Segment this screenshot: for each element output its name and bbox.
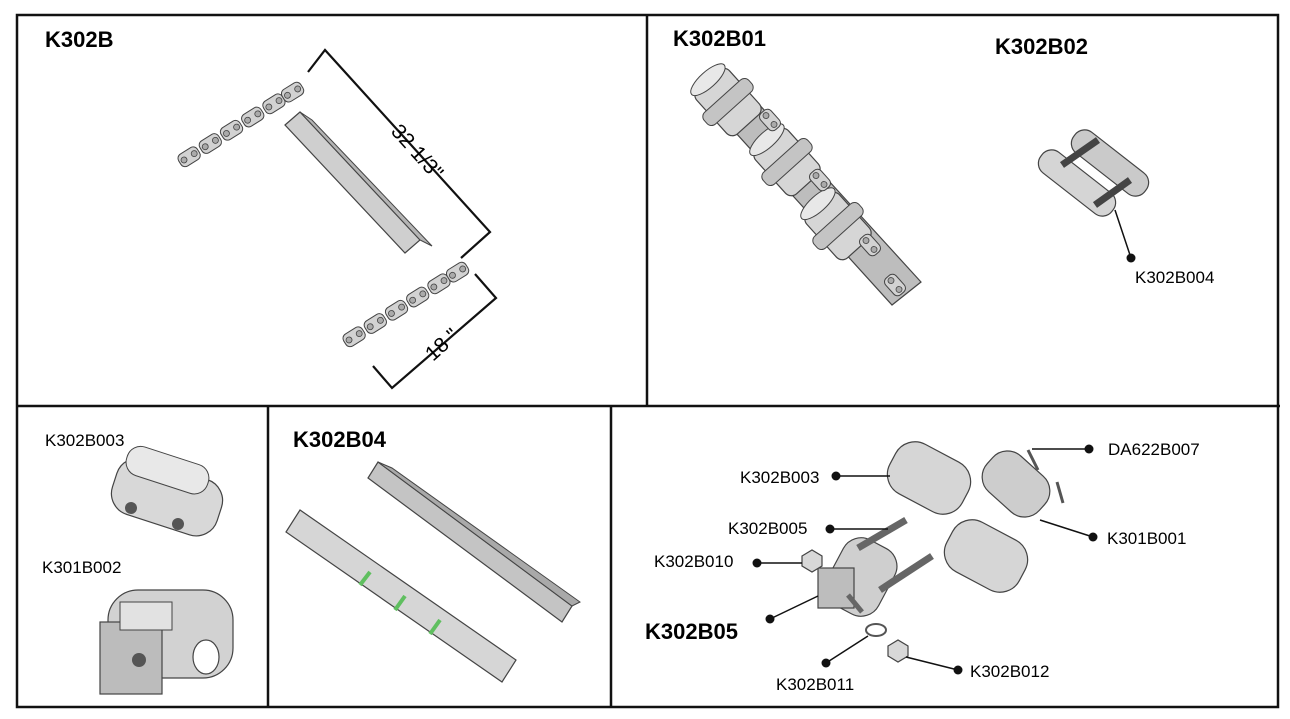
k302b05-exploded-illustration	[801, 441, 1065, 663]
k301b002-attachment-link-illustration	[99, 589, 234, 695]
k302b003-link-plate-illustration	[110, 445, 224, 537]
dimension-label-long: 32 1/3"	[386, 120, 447, 184]
callout-k302b005: K302B005	[728, 519, 807, 538]
panel-title-k302b: K302B	[45, 27, 113, 52]
callout-k302b012: K302B012	[970, 662, 1049, 681]
panel-title-k302b05: K302B05	[645, 619, 738, 644]
panel-title-k302b02: K302B02	[995, 34, 1088, 59]
callout-k302b011: K302B011	[776, 675, 854, 694]
panel-k302b05: K302B05	[645, 440, 1200, 694]
dimension-line-short	[372, 273, 498, 390]
panel-k302b01: K302B01	[673, 26, 922, 306]
k302b04-attachment-bars-illustration	[285, 461, 581, 683]
label-k301b002: K301B002	[42, 558, 121, 577]
k302b02-connecting-link-illustration	[1037, 129, 1150, 217]
panel-title-k302b04: K302B04	[293, 427, 387, 452]
panel-k302b: K302B	[45, 27, 498, 390]
panel-k302b04: K302B04	[285, 427, 581, 683]
callout-k301b001: K301B001	[1107, 529, 1186, 548]
label-k302b003: K302B003	[45, 431, 124, 450]
panel-frames	[15, 13, 1280, 709]
panel-title-k302b01: K302B01	[673, 26, 766, 51]
callout-k302b010: K302B010	[654, 552, 733, 571]
callout-k302b003: K302B003	[740, 468, 819, 487]
callout-da622b007: DA622B007	[1108, 440, 1200, 459]
dimension-line-long	[307, 48, 492, 259]
callout-k302b004: K302B004	[1135, 268, 1214, 287]
k302b01-roller-chain-illustration	[679, 53, 922, 306]
callout-leader-k302b004	[1114, 209, 1136, 263]
callout-leaders-k302b05	[752, 444, 1098, 675]
panel-k302b02: K302B02 K302B004	[995, 34, 1214, 287]
panel-small-parts: K302B003 K301B002	[42, 431, 234, 695]
k302b-assembly-illustration	[175, 79, 472, 350]
